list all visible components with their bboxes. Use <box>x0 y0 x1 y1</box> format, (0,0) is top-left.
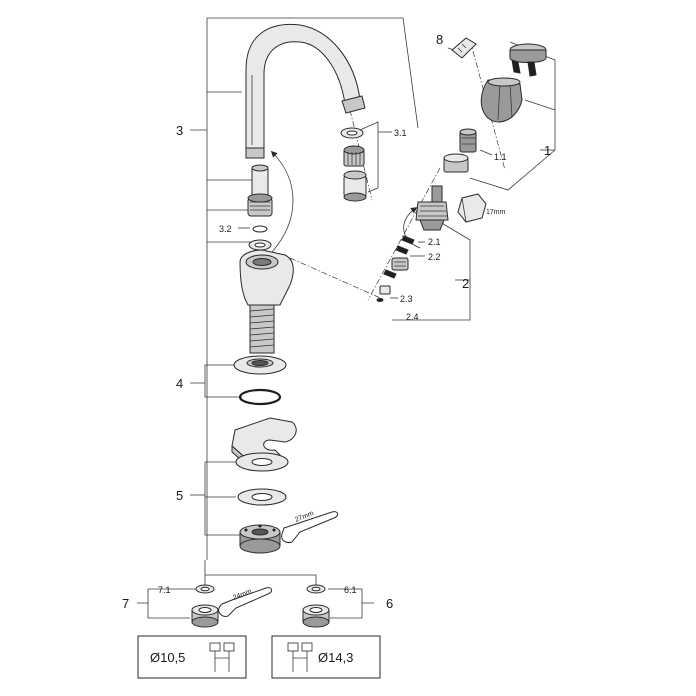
wrench-size-17: 17mm <box>486 209 506 216</box>
index-clip-8 <box>451 37 477 59</box>
spout-assembly-arrow <box>270 150 294 253</box>
aerator-parts <box>340 127 367 202</box>
base-o-ring <box>238 388 282 406</box>
wrench-24mm-icon: 24mm <box>218 587 273 617</box>
pipe-connection-left: Ø10,5 <box>137 635 247 679</box>
wrench-27mm-icon: 27mm <box>281 510 339 543</box>
washer-7-1 <box>195 584 215 594</box>
callout-4: 4 <box>176 376 183 391</box>
leader-lines <box>137 17 556 619</box>
washer-6-1 <box>306 584 326 594</box>
pipe-diameter-right: Ø14,3 <box>318 650 353 665</box>
hex-nut-17mm-icon: 17mm <box>457 193 506 223</box>
nut-6 <box>302 604 330 628</box>
callout-5: 5 <box>176 488 183 503</box>
cartridge-small-parts <box>376 235 415 302</box>
pipe-connection-right: Ø14,3 <box>271 635 381 679</box>
cartridge-arrow <box>403 207 421 249</box>
nut-7 <box>191 604 219 628</box>
fixing-nut <box>239 524 281 554</box>
spout <box>245 23 366 159</box>
callout-3: 3 <box>176 123 183 138</box>
handle-adapter <box>459 128 477 153</box>
washer-lower <box>237 488 287 506</box>
callout-2-3: 2.3 <box>400 294 413 304</box>
pipe-icon-right <box>287 642 313 672</box>
callout-6-1: 6.1 <box>344 585 357 595</box>
callout-2: 2 <box>462 276 469 291</box>
callout-7-1: 7.1 <box>158 585 171 595</box>
callout-3-1: 3.1 <box>394 128 407 138</box>
callout-1: 1 <box>544 143 551 158</box>
spout-small-parts <box>247 164 273 251</box>
callout-3-2: 3.2 <box>219 224 232 234</box>
callout-2-1: 2.1 <box>428 237 441 247</box>
callout-6: 6 <box>386 596 393 611</box>
pipe-icon-left <box>209 642 235 672</box>
handle-body <box>480 77 523 123</box>
handle-cap <box>509 43 547 77</box>
washer-upper <box>235 452 289 472</box>
base-rosette <box>233 355 287 375</box>
callout-8: 8 <box>436 32 443 47</box>
callout-1-1: 1.1 <box>494 152 507 162</box>
callout-7: 7 <box>122 596 129 611</box>
pipe-diameter-left: Ø10,5 <box>150 650 185 665</box>
tap-body <box>239 249 294 354</box>
callout-2-4: 2.4 <box>406 312 419 322</box>
cartridge-headpart <box>415 185 449 231</box>
handle-sleeve <box>443 153 469 173</box>
callout-2-2: 2.2 <box>428 252 441 262</box>
callout-labels: 3 3.1 3.2 4 5 7 7.1 6 6.1 1 1.1 8 2 2.1 … <box>122 32 551 611</box>
